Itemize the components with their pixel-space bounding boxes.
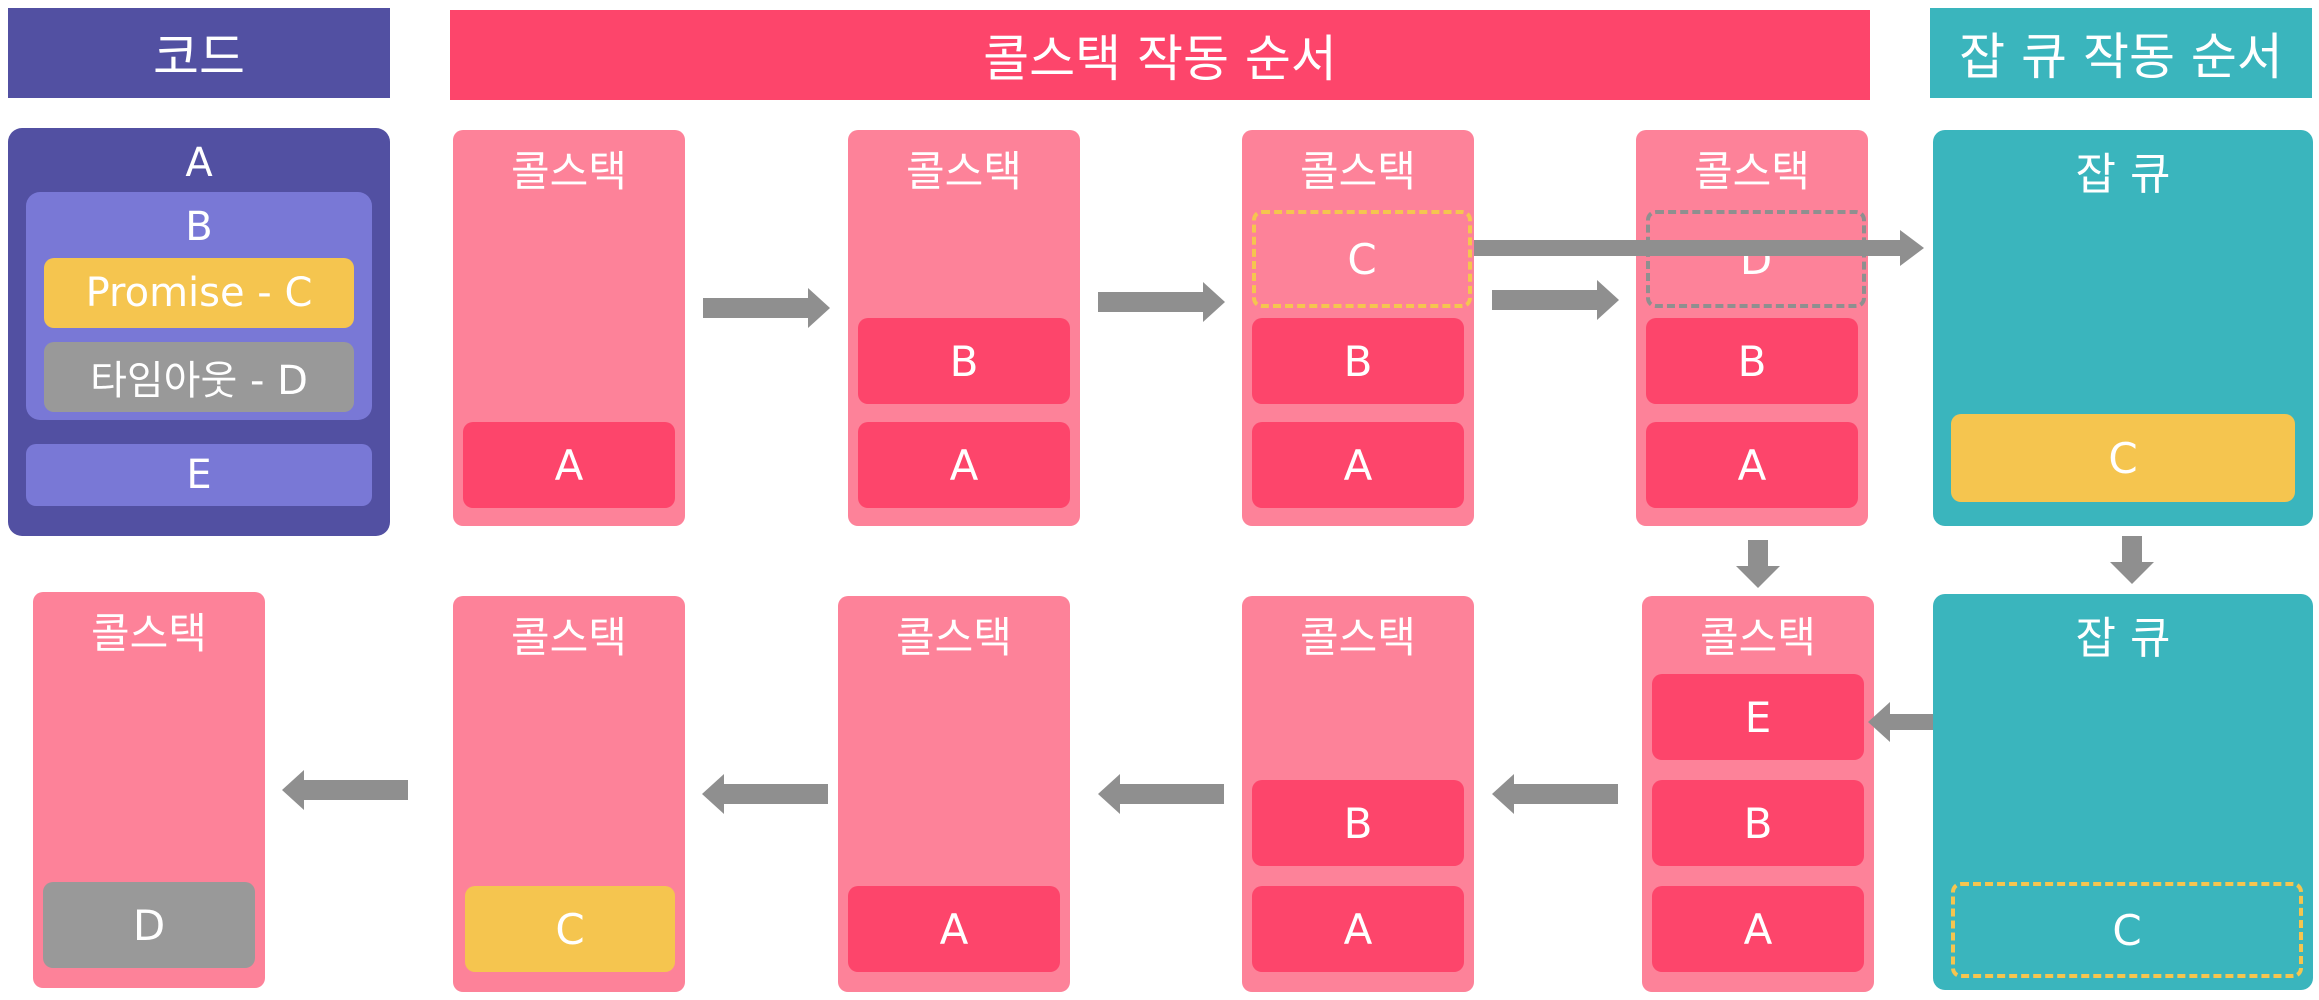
queue-block-c-dashed: C xyxy=(1951,882,2303,978)
arrow-left-icon xyxy=(1492,774,1618,814)
stack-block-a: A xyxy=(1252,886,1464,972)
arrow-left-icon xyxy=(1098,774,1224,814)
code-panel: A B Promise - C 타임아웃 - D E xyxy=(8,128,390,536)
jobqueue-r1: 잡 큐 C xyxy=(1933,130,2313,526)
arrow-right-icon xyxy=(1098,282,1225,322)
callstack-title: 콜스택 xyxy=(896,613,1012,662)
callstack-title: 콜스택 xyxy=(91,609,207,658)
stack-block-c-dashed: C xyxy=(1252,210,1472,308)
stack-block-a: A xyxy=(848,886,1060,972)
stack-block-b: B xyxy=(1252,318,1464,404)
stack-block-a: A xyxy=(858,422,1070,508)
callstack-title: 콜스택 xyxy=(1300,613,1416,662)
stack-block-b: B xyxy=(858,318,1070,404)
jobqueue-r2: 잡 큐 C xyxy=(1933,594,2313,990)
stack-block-a: A xyxy=(463,422,675,508)
code-header-label: 코드 xyxy=(153,28,245,86)
stack-block-b: B xyxy=(1252,780,1464,866)
jobqueue-title: 잡 큐 xyxy=(2075,149,2171,200)
callstack-r2-2: 콜스택 B A xyxy=(1242,596,1474,992)
jobqueue-order-header: 잡 큐 작동 순서 xyxy=(1930,8,2312,98)
callstack-title: 콜스택 xyxy=(906,147,1022,196)
code-promise-c: Promise - C xyxy=(44,258,354,328)
arrow-right-icon xyxy=(703,288,830,328)
stack-block-a: A xyxy=(1252,422,1464,508)
code-timeout-d: 타임아웃 - D xyxy=(44,342,354,412)
stack-block-b: B xyxy=(1646,318,1858,404)
callstack-title: 콜스택 xyxy=(1700,613,1816,662)
stack-block-a: A xyxy=(1646,422,1858,508)
arrow-left-icon xyxy=(702,774,828,814)
code-function-b: B Promise - C 타임아웃 - D xyxy=(26,192,372,420)
callstack-r1-2: 콜스택 B A xyxy=(848,130,1080,526)
arrow-down-icon xyxy=(2110,536,2154,584)
arrow-left-icon xyxy=(282,770,408,810)
jobqueue-order-header-label: 잡 큐 작동 순서 xyxy=(1959,28,2283,86)
arrow-down-icon xyxy=(1736,540,1780,588)
arrow-left-icon xyxy=(1868,702,1933,742)
arrow-right-icon xyxy=(1492,280,1619,320)
callstack-r2-5: 콜스택 D xyxy=(33,592,265,988)
stack-block-e: E xyxy=(1652,674,1864,760)
arrow-right-icon xyxy=(1474,230,1924,266)
stack-block-a: A xyxy=(1652,886,1864,972)
stack-block-d: D xyxy=(43,882,255,968)
stack-block-b: B xyxy=(1652,780,1864,866)
callstack-r2-3: 콜스택 A xyxy=(838,596,1070,992)
callstack-r1-4: 콜스택 D B A xyxy=(1636,130,1868,526)
code-header: 코드 xyxy=(8,8,390,98)
jobqueue-title: 잡 큐 xyxy=(2075,613,2171,664)
queue-block-c: C xyxy=(1951,414,2295,502)
callstack-title: 콜스택 xyxy=(511,613,627,662)
code-item-e: E xyxy=(26,444,372,506)
callstack-r2-1: 콜스택 E B A xyxy=(1642,596,1874,992)
stack-block-c: C xyxy=(465,886,675,972)
callstack-order-header: 콜스택 작동 순서 xyxy=(450,10,1870,100)
code-item-a: A xyxy=(185,140,213,186)
callstack-title: 콜스택 xyxy=(511,147,627,196)
callstack-r1-3: 콜스택 C B A xyxy=(1242,130,1474,526)
callstack-r2-4: 콜스택 C xyxy=(453,596,685,992)
callstack-title: 콜스택 xyxy=(1694,147,1810,196)
code-item-b: B xyxy=(185,204,213,250)
callstack-order-header-label: 콜스택 작동 순서 xyxy=(983,30,1337,88)
callstack-title: 콜스택 xyxy=(1300,147,1416,196)
callstack-r1-1: 콜스택 A xyxy=(453,130,685,526)
